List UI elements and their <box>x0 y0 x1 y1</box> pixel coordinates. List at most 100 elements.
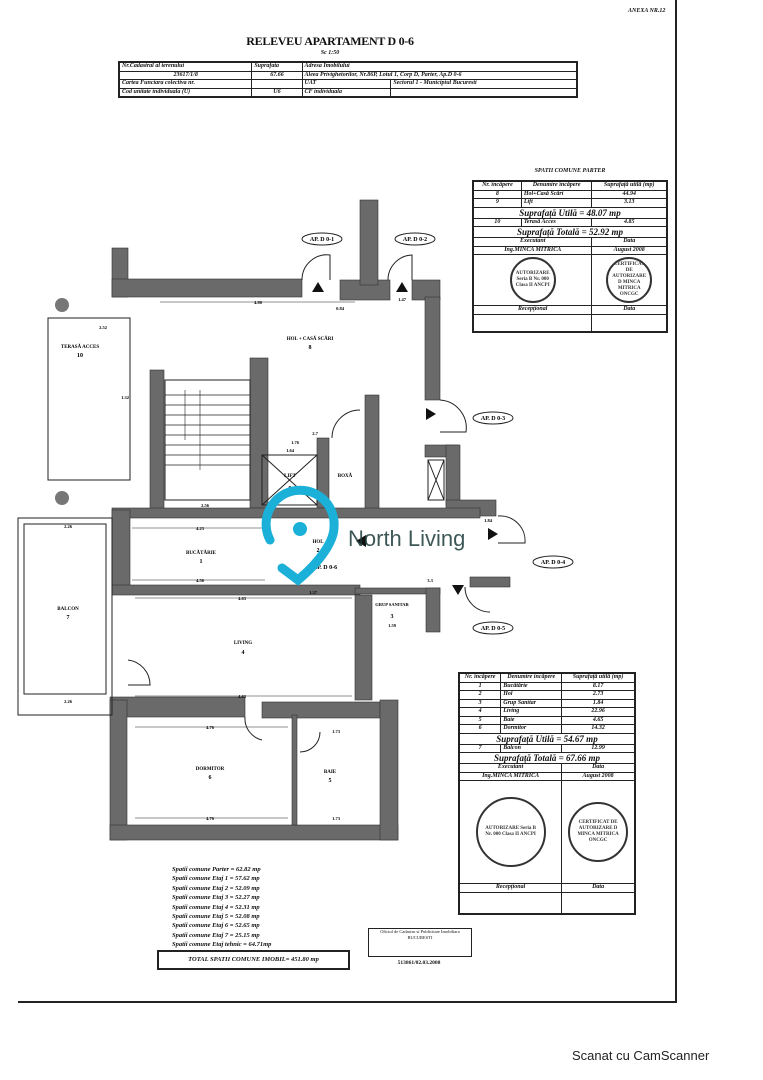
door-swing <box>464 586 491 613</box>
column-marker <box>55 491 69 505</box>
dimension: 2.26 <box>64 699 73 704</box>
dimension: 1.64 <box>286 448 295 453</box>
room-label: LIFT <box>284 474 296 479</box>
dimension: 1.37 <box>309 590 318 595</box>
dimension: 0.84 <box>336 306 345 311</box>
room-label: GRUP SANITAR <box>375 602 409 607</box>
room-number: 5 <box>329 778 332 784</box>
entry-arrows <box>312 282 498 595</box>
cell <box>561 891 636 914</box>
room-label: BALCON <box>57 607 79 612</box>
stair-treads <box>165 394 250 466</box>
ocpi-registration-number: 513861/02.03.2008 <box>397 960 441 966</box>
signature-cell: AUTORIZARE Seria B Nr. 000 Clasa II ANCP… <box>472 254 593 306</box>
total-line: Spatii comune Etaj 6 = 52.65 mp <box>172 922 260 930</box>
door-swing <box>244 716 263 741</box>
cell: Adresa Imobilului <box>301 61 578 72</box>
room-label: BAIE <box>324 770 337 775</box>
room-number: 2 <box>317 548 320 554</box>
door-label: AP. D 0-2 <box>403 237 427 243</box>
dimension: 3.3 <box>427 578 433 583</box>
col-header: Nr. încăpere <box>472 180 522 191</box>
cell <box>390 87 578 98</box>
total-line: Spatii comune Etaj 1 = 57.62 mp <box>172 875 260 883</box>
stamp-cell: CERTIFICAT DE AUTORIZARE D MINCA MITRICA… <box>591 254 668 306</box>
door-swing <box>299 731 321 753</box>
authorization-stamp: AUTORIZARE Seria B Nr. 000 Clasa II ANCP… <box>509 257 556 303</box>
total-common-box: TOTAL SPATII COMUNE IMOBIL= 451.80 mp <box>157 950 350 970</box>
certificate-stamp: CERTIFICAT DE AUTORIZARE D MINCA MITRICA… <box>606 257 653 303</box>
total-line: Spatii comune Etaj 2 = 52.09 mp <box>172 884 260 892</box>
signature-cell: AUTORIZARE Seria B Nr. 000 Clasa II ANCP… <box>458 780 563 884</box>
dimension: 4.76 <box>206 725 215 730</box>
door-swing <box>439 399 467 433</box>
north-living-logo <box>261 485 339 586</box>
watermark-text: North Living <box>348 526 466 551</box>
room-number: 8 <box>309 345 312 351</box>
grand-total: Suprafață Totală = 67.66 mp <box>458 752 636 764</box>
walls <box>109 199 511 841</box>
total-line: Spatii comune Etaj 4 = 52.31 mp <box>172 903 260 911</box>
door-swing <box>497 515 526 544</box>
room-number: 7 <box>67 615 70 621</box>
room-label: DORMITOR <box>196 767 225 772</box>
room-number: 6 <box>209 775 212 781</box>
door-label: AP. D 0-5 <box>481 626 505 632</box>
scale-label: Sc 1:50 <box>320 50 340 56</box>
frame-right-line <box>675 0 677 1002</box>
total-line: Spatii comune Etaj tehnic = 64.71mp <box>172 941 272 949</box>
dimension: 1.73 <box>332 729 341 734</box>
room-number: 4 <box>242 650 245 656</box>
outlines <box>17 254 526 753</box>
useful-total: Suprafață Utilă = 48.07 mp <box>472 206 668 219</box>
door-swing <box>387 254 413 281</box>
balcony-outline <box>17 517 113 716</box>
scanner-note: Scanat cu CamScanner <box>572 1048 710 1063</box>
cell <box>591 313 668 332</box>
dimension: 4.56 <box>196 578 205 583</box>
dimension: 1.47 <box>398 297 407 302</box>
frame-bottom-line <box>18 1001 677 1003</box>
grand-total: Suprafață Totală = 52.92 mp <box>472 226 668 238</box>
col-header: Suprafață utilă (mp) <box>591 180 668 191</box>
room-number: 10 <box>77 353 83 359</box>
stamp-cell: CERTIFICAT DE AUTORIZARE D MINCA MITRICA… <box>561 780 636 884</box>
document-title: RELEVEU APARTAMENT D 0-6 <box>246 34 414 48</box>
dimension: 2.56 <box>201 503 210 508</box>
certificate-stamp: CERTIFICAT DE AUTORIZARE D MINCA MITRICA… <box>568 802 629 862</box>
dimension: 4.63 <box>238 694 247 699</box>
door-swing <box>127 659 151 686</box>
dimensions: 4.80 1.47 0.84 2.52 1.32 2.56 1.64 1.76 … <box>64 297 493 821</box>
total-line: Spatii comune Etaj 5 = 52.08 mp <box>172 913 260 921</box>
dimension: 4.76 <box>206 816 215 821</box>
door-label: AP. D 0-4 <box>541 560 565 566</box>
dimension: 2.26 <box>64 524 73 529</box>
room-number: 1 <box>200 559 203 565</box>
dimension: 1.32 <box>121 395 130 400</box>
total-line: Spatii comune Etaj 7 = 25.15 mp <box>172 931 260 939</box>
room-label: LIVING <box>234 641 252 646</box>
lift-shaft <box>261 454 318 506</box>
shaft <box>427 459 445 501</box>
ocpi-stamp: Oficiul de Cadastru si Publicitate Imobi… <box>368 928 472 957</box>
room-label: BUCĂTĂRIE <box>186 550 217 556</box>
dimension: 4.63 <box>238 596 247 601</box>
stairs-outline <box>164 379 251 501</box>
common-spaces-totals: Spatii comune Parter = 62.82 mp Spatii c… <box>172 865 271 950</box>
door-swing <box>331 409 361 439</box>
door-label: AP. D 0-6 <box>313 565 337 571</box>
cell: U6 <box>251 87 303 98</box>
door-label: AP. D 0-3 <box>481 416 505 422</box>
dimension: 2.52 <box>99 325 108 330</box>
dimension: 1.84 <box>484 518 493 523</box>
useful-total: Suprafață Utilă = 54.67 mp <box>458 732 636 745</box>
common-table-caption: SPATII COMUNE PARTER <box>534 168 606 174</box>
authorization-stamp: AUTORIZARE Seria B Nr. 000 Clasa II ANCP… <box>475 797 546 867</box>
room-label: HOL <box>312 540 324 545</box>
dimension: 1.59 <box>388 623 397 628</box>
dimension: 1.73 <box>332 816 341 821</box>
